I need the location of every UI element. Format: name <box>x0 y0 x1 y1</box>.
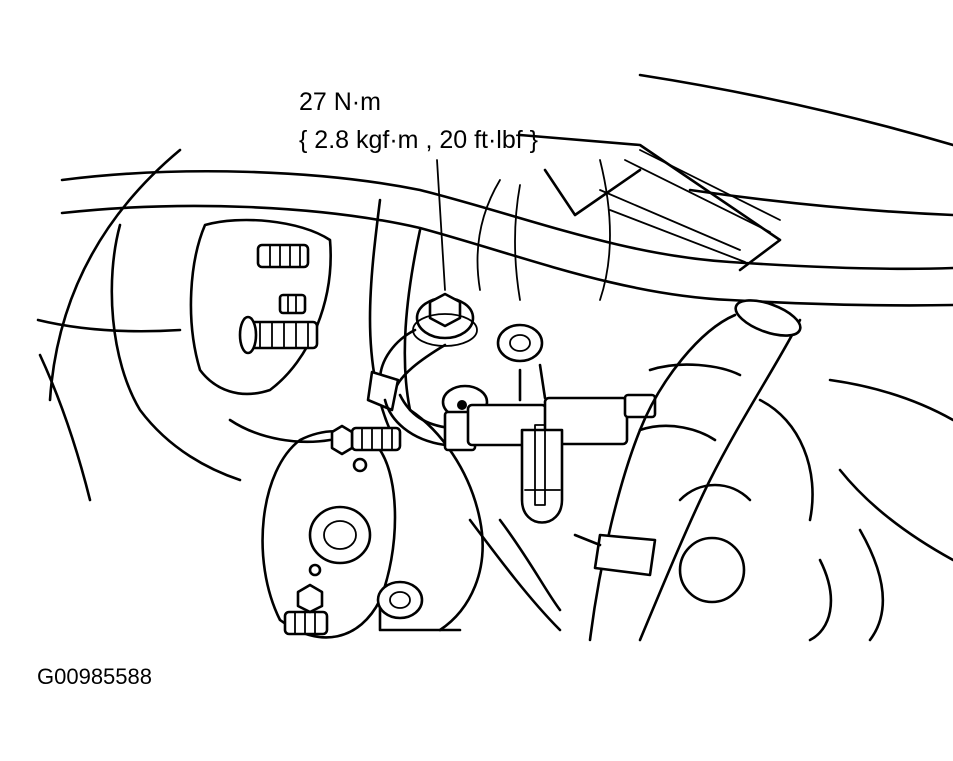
ground-wire <box>366 328 452 447</box>
sensor-icon <box>441 323 657 524</box>
upper-hose <box>60 169 953 307</box>
background-contours <box>36 73 953 642</box>
hose-icon <box>573 299 802 642</box>
figure-id: G00985588 <box>37 664 152 689</box>
torque-spec-alt: { 2.8 kgf·m , 20 ft·lbf } <box>299 126 539 154</box>
bolt-icon <box>283 424 402 636</box>
stud-icon <box>238 243 319 355</box>
torque-bolt <box>412 159 478 347</box>
lower-boss <box>376 518 562 632</box>
ribbed-cover <box>518 133 782 272</box>
torque-spec-nm: 27 N·m <box>299 88 381 116</box>
right-casting <box>678 398 833 642</box>
mounting-bracket <box>110 218 332 482</box>
lower-flange <box>261 429 397 639</box>
